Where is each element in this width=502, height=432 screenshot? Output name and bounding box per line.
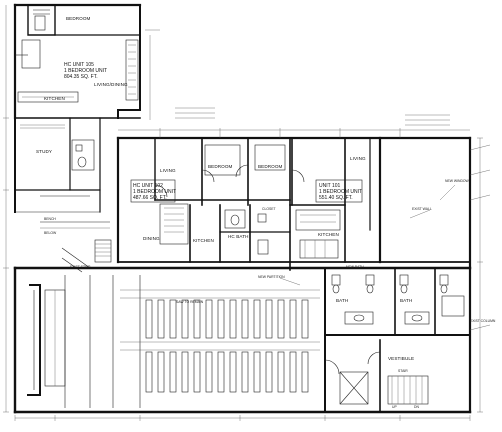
parking-stall (253, 299, 261, 339)
parking-stall (145, 351, 153, 393)
lower-level-walls (13, 136, 472, 414)
room-label-bath-2: BATH (400, 298, 412, 303)
parking-stall (253, 351, 261, 393)
unit-101-line2: 1 BEDROOM UNIT (319, 189, 362, 195)
note-new-window: NEW WINDOW (445, 179, 470, 183)
parking-stall (289, 351, 297, 393)
parking-stall (169, 299, 177, 339)
room-label-bedroom-top: BEDROOM (66, 16, 91, 21)
left-stair-ramp (40, 221, 112, 273)
parking-stall (205, 299, 213, 339)
parking-stall (229, 351, 237, 393)
unit-105-walls (13, 3, 160, 120)
unit-102-line2: 1 BEDROOM UNIT (133, 189, 176, 195)
note-exist-column: EXIST COLUMN (470, 319, 496, 323)
room-label-closet: CLOSET (262, 207, 276, 211)
parking-stall (145, 299, 153, 339)
dimension-lines (3, 5, 483, 421)
note-new-partition: NEW PARTITION (258, 275, 285, 279)
parking-stall (265, 351, 273, 393)
unit-101-tag: UNIT 101 1 BEDROOM UNIT 551.40 SQ. FT. (315, 179, 363, 203)
parking-stall (229, 299, 237, 339)
room-label-kitchen-top: KITCHEN (44, 96, 65, 101)
room-label-bedroom-102: BEDROOM (208, 164, 233, 169)
note-below: BELOW (44, 231, 57, 235)
study-area (14, 117, 141, 213)
unit-102-line1: HC UNIT 102 (133, 183, 163, 189)
parking-stall (301, 299, 309, 339)
parking-stall (193, 299, 201, 339)
unit-102-tag: HC UNIT 102 1 BEDROOM UNIT 487.66 SQ. FT… (130, 179, 176, 203)
parking-stall (241, 299, 249, 339)
unit-105-line2: 1 BEDROOM UNIT (64, 68, 107, 74)
parking-stall (241, 351, 249, 393)
stair-dn-label: DN (414, 405, 419, 409)
unit-105-tag: HC UNIT 105 1 BEDROOM UNIT 804.35 SQ. FT… (64, 62, 107, 80)
room-label-stair: STAIR (398, 369, 408, 373)
note-new-bath: NEW BATH (346, 265, 364, 269)
parking-stall (277, 351, 285, 393)
parking-stall (301, 351, 309, 393)
stair-up-label: UP (392, 405, 397, 409)
room-label-kitchen-102: KITCHEN (193, 238, 214, 243)
parking-stall (157, 299, 165, 339)
parking-stall (277, 299, 285, 339)
callout-leaders (279, 144, 491, 331)
unit-101-line1: UNIT 101 (319, 183, 341, 189)
parking-stall (157, 351, 165, 393)
unit-102-101-walls (116, 107, 472, 271)
parking-stall (205, 351, 213, 393)
unit-105-line1: HC UNIT 105 (64, 62, 94, 68)
unit-101-line3: 551.40 SQ. FT. (319, 195, 353, 201)
room-label-dining: DINING (143, 236, 160, 241)
parking-stall (181, 351, 189, 393)
parking-stall (193, 351, 201, 393)
room-label-bedroom-101: BEDROOM (258, 164, 283, 169)
unit-102-line3: 487.66 SQ. FT. (133, 195, 167, 201)
parking-stall (217, 299, 225, 339)
room-label-study: STUDY (36, 149, 52, 154)
parking-stall (169, 351, 177, 393)
parking-stall (289, 299, 297, 339)
room-label-vestibule: VESTIBULE (388, 356, 414, 361)
note-exist-wall: EXIST WALL (412, 207, 432, 211)
room-label-living-dining-top: LIVING/DINING (94, 82, 128, 87)
note-saw-to-remain: SAW TO REMAIN (176, 300, 204, 304)
unit-105-line3: 804.35 SQ. FT. (64, 74, 98, 80)
room-label-kitchen-101: KITCHEN (318, 232, 339, 237)
room-label-hc-bath: HC BATH (228, 234, 249, 239)
note-bench: BENCH (44, 217, 56, 221)
note-exist-stair: EXIST STAIR (70, 265, 91, 269)
parking-stalls (145, 299, 309, 393)
room-label-living-101: LIVING (350, 156, 366, 161)
parking-stall (265, 299, 273, 339)
room-label-living-102: LIVING (160, 168, 176, 173)
parking-stall (217, 351, 225, 393)
bath-vestibule-walls (324, 267, 471, 413)
parking-stall (181, 299, 189, 339)
room-label-bath-1: BATH (336, 298, 348, 303)
